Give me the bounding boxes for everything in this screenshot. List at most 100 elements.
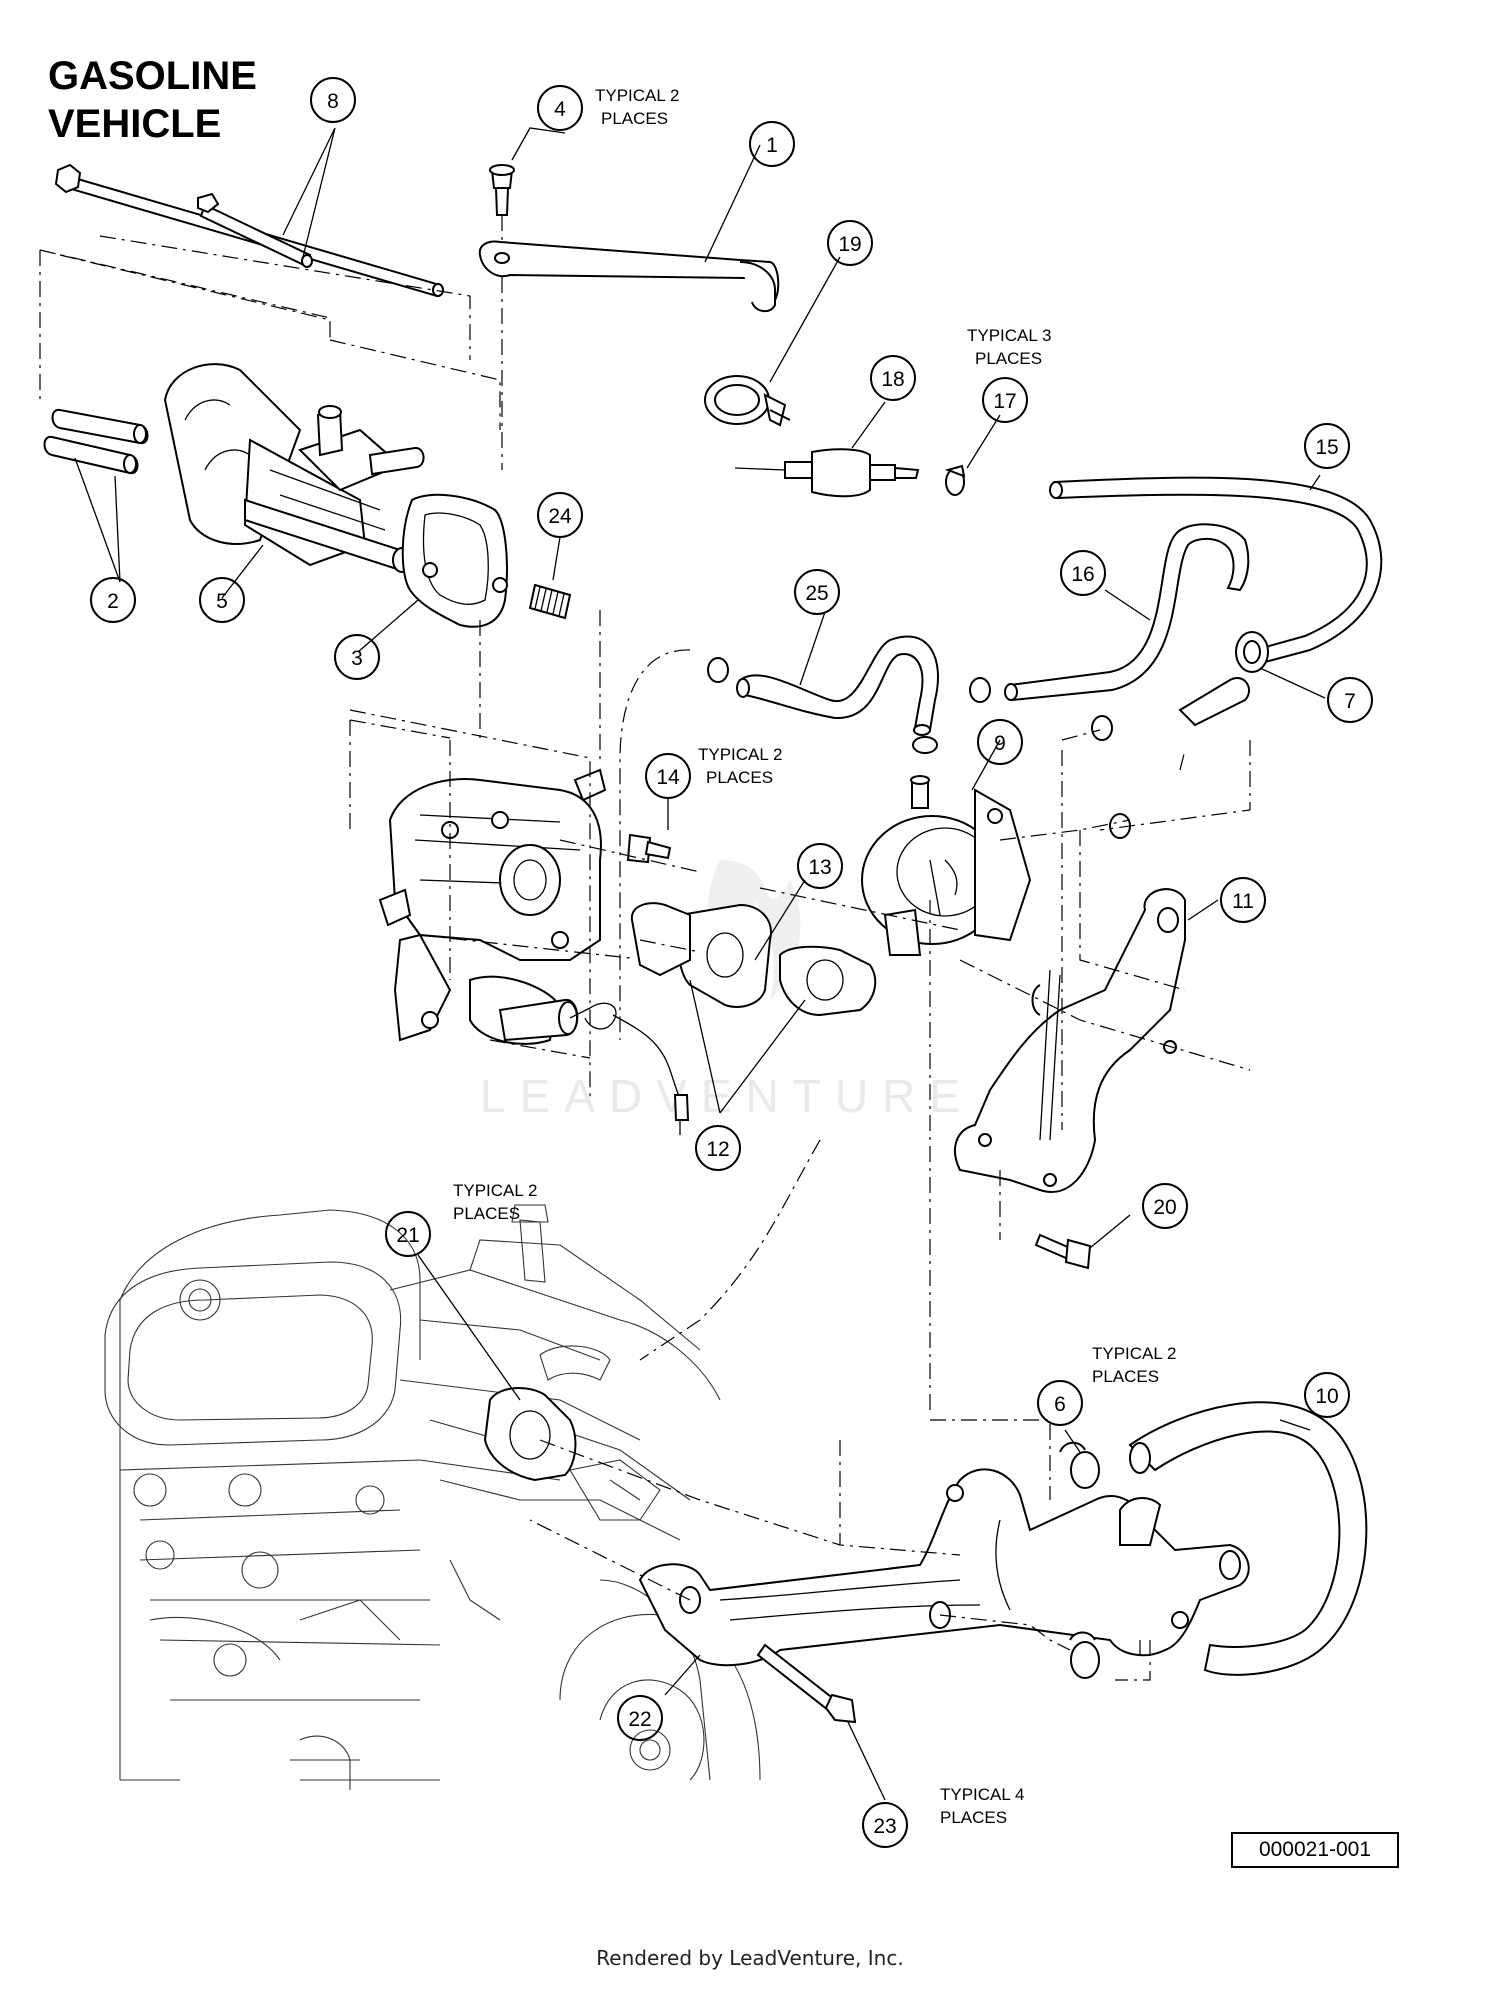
svg-text:23: 23 xyxy=(873,1815,896,1838)
callout-9: 9 xyxy=(977,719,1023,765)
title-line-1: GASOLINE xyxy=(48,54,257,98)
svg-text:TYPICAL 2: TYPICAL 2 xyxy=(1092,1344,1176,1363)
note-typical-6: TYPICAL 2 PLACES xyxy=(1092,1344,1176,1386)
callout-20: 20 xyxy=(1142,1183,1188,1229)
svg-text:PLACES: PLACES xyxy=(940,1808,1007,1827)
svg-text:4: 4 xyxy=(554,98,566,121)
part-1-bracket xyxy=(478,240,780,313)
callout-18: 18 xyxy=(870,355,916,401)
part-8-rods xyxy=(54,163,444,298)
svg-text:15: 15 xyxy=(1315,436,1338,459)
svg-text:3: 3 xyxy=(351,647,363,670)
callout-19: 19 xyxy=(827,220,873,266)
part-12-gaskets xyxy=(630,902,877,1017)
svg-text:2: 2 xyxy=(107,590,119,613)
title-line-2: VEHICLE xyxy=(48,102,222,146)
callout-22: 22 xyxy=(617,1695,663,1741)
callout-12: 12 xyxy=(695,1125,741,1171)
part-4-screw xyxy=(489,164,515,216)
carburetor xyxy=(378,768,617,1045)
callouts: 1 2 3 4 5 6 7 8 9 10 11 12 13 14 15 16 1… xyxy=(90,77,1373,1848)
svg-text:1: 1 xyxy=(766,134,778,157)
svg-text:11: 11 xyxy=(1232,890,1254,913)
svg-text:TYPICAL 2: TYPICAL 2 xyxy=(698,745,782,764)
svg-text:7: 7 xyxy=(1344,690,1356,713)
svg-text:5: 5 xyxy=(216,590,228,613)
engine-block xyxy=(104,1204,761,1790)
svg-text:10: 10 xyxy=(1315,1385,1338,1408)
svg-text:20: 20 xyxy=(1153,1196,1176,1219)
part-22-manifold xyxy=(638,1468,1250,1667)
svg-text:TYPICAL 3: TYPICAL 3 xyxy=(967,326,1051,345)
part-24-spring xyxy=(528,583,572,620)
part-9-fuel-pump xyxy=(861,775,1032,956)
part-19-clamp xyxy=(704,375,791,427)
svg-text:25: 25 xyxy=(805,582,828,605)
part-25-hose xyxy=(736,635,939,736)
svg-text:18: 18 xyxy=(881,368,904,391)
svg-text:6: 6 xyxy=(1054,1393,1066,1416)
callout-4: 4 xyxy=(537,85,583,131)
svg-text:16: 16 xyxy=(1071,563,1094,586)
svg-text:TYPICAL 4: TYPICAL 4 xyxy=(940,1785,1024,1804)
svg-text:19: 19 xyxy=(838,233,861,256)
callout-13: 13 xyxy=(797,843,843,889)
hose-clamps xyxy=(707,657,1131,839)
part-7-grommet xyxy=(1178,631,1269,727)
svg-text:TYPICAL 2: TYPICAL 2 xyxy=(453,1181,537,1200)
callout-2: 2 xyxy=(90,577,136,623)
callout-14: 14 xyxy=(645,753,691,799)
callout-17: 17 xyxy=(982,377,1028,423)
callout-11: 11 xyxy=(1220,877,1266,923)
svg-text:PLACES: PLACES xyxy=(706,768,773,787)
part-15-hose xyxy=(1049,476,1383,664)
svg-text:9: 9 xyxy=(994,732,1006,755)
svg-text:22: 22 xyxy=(628,1708,651,1731)
callout-10: 10 xyxy=(1304,1372,1350,1418)
callout-3: 3 xyxy=(334,634,380,680)
callout-24: 24 xyxy=(537,492,583,538)
leader-lines xyxy=(74,127,1326,1801)
svg-text:8: 8 xyxy=(327,90,339,113)
svg-text:24: 24 xyxy=(548,505,572,528)
part-16-hose xyxy=(1004,523,1250,702)
svg-text:14: 14 xyxy=(656,766,680,789)
callout-21: 21 xyxy=(385,1211,431,1257)
callout-8: 8 xyxy=(310,77,356,123)
part-14-screw xyxy=(626,833,672,864)
note-typical-4: TYPICAL 2 PLACES xyxy=(595,86,679,128)
callout-7: 7 xyxy=(1327,677,1373,723)
watermark-text: LEADVENTURE xyxy=(480,1070,974,1122)
diagram-title: GASOLINE VEHICLE xyxy=(48,52,257,148)
callout-16: 16 xyxy=(1060,550,1106,596)
svg-text:PLACES: PLACES xyxy=(1092,1367,1159,1386)
part-23-bolt xyxy=(756,1643,857,1724)
svg-text:12: 12 xyxy=(706,1138,729,1161)
part-18-fuel-filter xyxy=(734,448,920,498)
solenoid-wire xyxy=(612,1014,690,1135)
part-10-hose xyxy=(1128,1401,1368,1676)
part-5-intake-housing xyxy=(163,363,425,573)
part-21-gasket xyxy=(483,1387,577,1482)
callout-25: 25 xyxy=(794,569,840,615)
part-17-clamp xyxy=(944,464,966,496)
part-11-bracket xyxy=(954,888,1186,1193)
rendered-by-footer: Rendered by LeadVenture, Inc. xyxy=(596,1946,904,1970)
callout-15: 15 xyxy=(1304,423,1350,469)
part-20-bolt xyxy=(1034,1233,1092,1270)
callout-5: 5 xyxy=(199,577,245,623)
svg-text:TYPICAL 2: TYPICAL 2 xyxy=(595,86,679,105)
note-typical-21: TYPICAL 2 PLACES xyxy=(453,1181,537,1223)
notes: TYPICAL 2 PLACES TYPICAL 3 PLACES TYPICA… xyxy=(453,86,1176,1827)
callout-6: 6 xyxy=(1037,1380,1083,1426)
note-typical-23: TYPICAL 4 PLACES xyxy=(940,1785,1024,1827)
note-typical-14: TYPICAL 2 PLACES xyxy=(698,745,782,787)
part-2-spacers xyxy=(43,408,149,475)
svg-text:17: 17 xyxy=(993,390,1016,413)
part-3-gasket xyxy=(401,493,508,628)
svg-text:13: 13 xyxy=(808,856,831,879)
callout-23: 23 xyxy=(862,1802,908,1848)
svg-text:PLACES: PLACES xyxy=(975,349,1042,368)
